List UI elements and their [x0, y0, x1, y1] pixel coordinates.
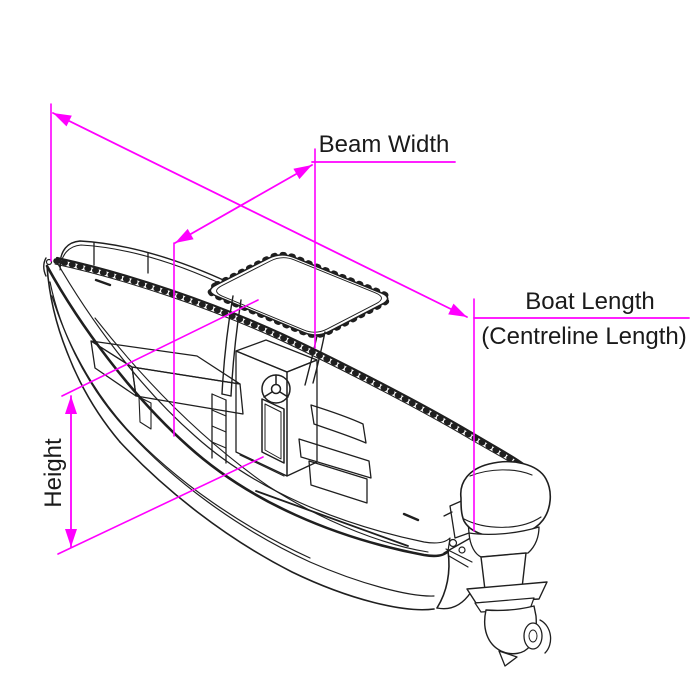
height-dimension — [57, 299, 264, 555]
bow-rail-bottom — [59, 244, 231, 289]
height-top-reference-line — [61, 299, 259, 397]
height-arrowhead-bottom — [65, 529, 77, 547]
bow-rail — [59, 240, 233, 289]
seat-cushion — [298, 438, 372, 479]
console-ladder-rungs — [211, 393, 227, 449]
inner-coaming — [94, 317, 429, 553]
transom-bottom — [436, 591, 472, 610]
beam-arrowhead-left — [175, 228, 194, 243]
leaning-post-seat — [298, 404, 372, 504]
bow-stem — [46, 265, 121, 443]
propeller-hub-inner — [528, 629, 538, 643]
bracket-clamp-1 — [448, 538, 458, 548]
canopy-supports — [221, 295, 326, 397]
inner-deck-line — [255, 490, 409, 547]
bow-rail-top — [59, 240, 233, 285]
beam-arrowhead-right — [293, 165, 312, 180]
transom-near-edge — [436, 550, 450, 609]
boat-length-arrowhead-bow — [53, 113, 72, 127]
bow-platform — [90, 340, 244, 430]
far-rubrail-outer — [55, 256, 529, 469]
motor-cowl — [460, 460, 552, 538]
hull-strake-b — [51, 295, 311, 559]
console-window-inner — [264, 403, 282, 460]
console-base-line — [239, 454, 285, 477]
boat-length-arrowhead-stern — [448, 303, 467, 317]
cowl-seams — [463, 469, 542, 528]
far-rubrail-inner — [54, 263, 524, 472]
hull-bottom — [119, 441, 435, 611]
beam-width-label: Beam Width — [318, 131, 450, 158]
beam-dim-line — [174, 164, 313, 244]
boat-length-label: Boat Length — [525, 288, 655, 315]
outboard-motor — [443, 460, 552, 667]
canopy-inner — [216, 257, 382, 333]
propeller-hub — [523, 622, 543, 650]
hull-strake-a — [49, 281, 435, 597]
bow-box-foot — [138, 396, 152, 430]
propeller-blade — [539, 619, 552, 654]
height-bottom-reference-line — [57, 456, 264, 555]
boat-length-sub-label: (Centreline Length) — [481, 323, 687, 350]
t-top-canopy — [207, 251, 391, 397]
boat-length-dimension — [50, 103, 690, 532]
console-window-outer — [261, 398, 285, 464]
boat-length-dim-line — [52, 112, 468, 318]
seat-base — [308, 460, 368, 504]
bracket-rods — [445, 548, 473, 568]
beam-width-dimension — [173, 148, 456, 437]
bow-light-lens — [45, 258, 53, 266]
skeg — [498, 650, 518, 667]
center-console — [211, 339, 318, 477]
deck-cleat — [94, 278, 112, 287]
bracket-clamp-2 — [458, 546, 466, 554]
far-rubrail-hatch — [53, 258, 528, 472]
bow-box-left — [90, 340, 137, 397]
height-label: Height — [40, 438, 67, 508]
motor-pan — [468, 526, 540, 558]
antiventilation-plate — [466, 581, 548, 604]
height-arrowhead-top — [65, 396, 77, 414]
gunwale-cap-line — [54, 258, 451, 552]
canopy-outer — [209, 254, 389, 336]
seat-backrest — [310, 404, 367, 444]
steering-wheel — [261, 374, 291, 404]
stern-cleat — [402, 512, 420, 522]
bow-light — [43, 257, 47, 277]
